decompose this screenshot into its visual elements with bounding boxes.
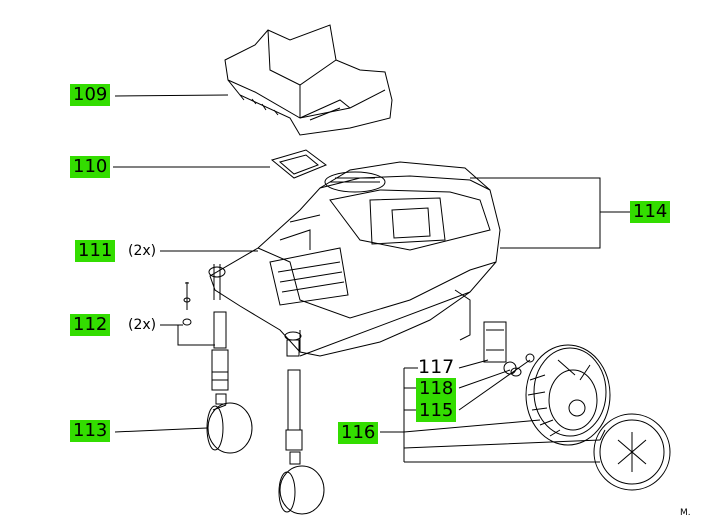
part-label-110: 110	[70, 156, 111, 178]
corner-mark: M.	[680, 508, 691, 518]
part-label-112: 112	[70, 314, 111, 336]
part-111-quantity: (2x)	[128, 243, 157, 259]
part-label-111: 111	[75, 240, 116, 262]
main-housing	[209, 161, 501, 357]
part-113-caster-left	[206, 311, 253, 454]
part-label-114: 114	[630, 201, 671, 223]
part-112-pins	[182, 264, 226, 326]
part-label-109: 109	[70, 84, 111, 106]
caster-right	[278, 331, 325, 515]
hub-small-parts	[483, 321, 535, 377]
part-label-117: 117	[418, 356, 455, 378]
part-label-113: 113	[70, 420, 111, 442]
part-109-tray	[224, 24, 393, 136]
part-112-quantity: (2x)	[128, 317, 157, 333]
leader-lines	[113, 94, 630, 463]
part-110-frame	[270, 149, 328, 179]
part-116-wheel	[525, 344, 611, 446]
part-label-118: 118	[416, 378, 457, 400]
part-label-115: 115	[416, 400, 457, 422]
hubcap	[593, 413, 671, 491]
part-label-116: 116	[338, 422, 379, 444]
